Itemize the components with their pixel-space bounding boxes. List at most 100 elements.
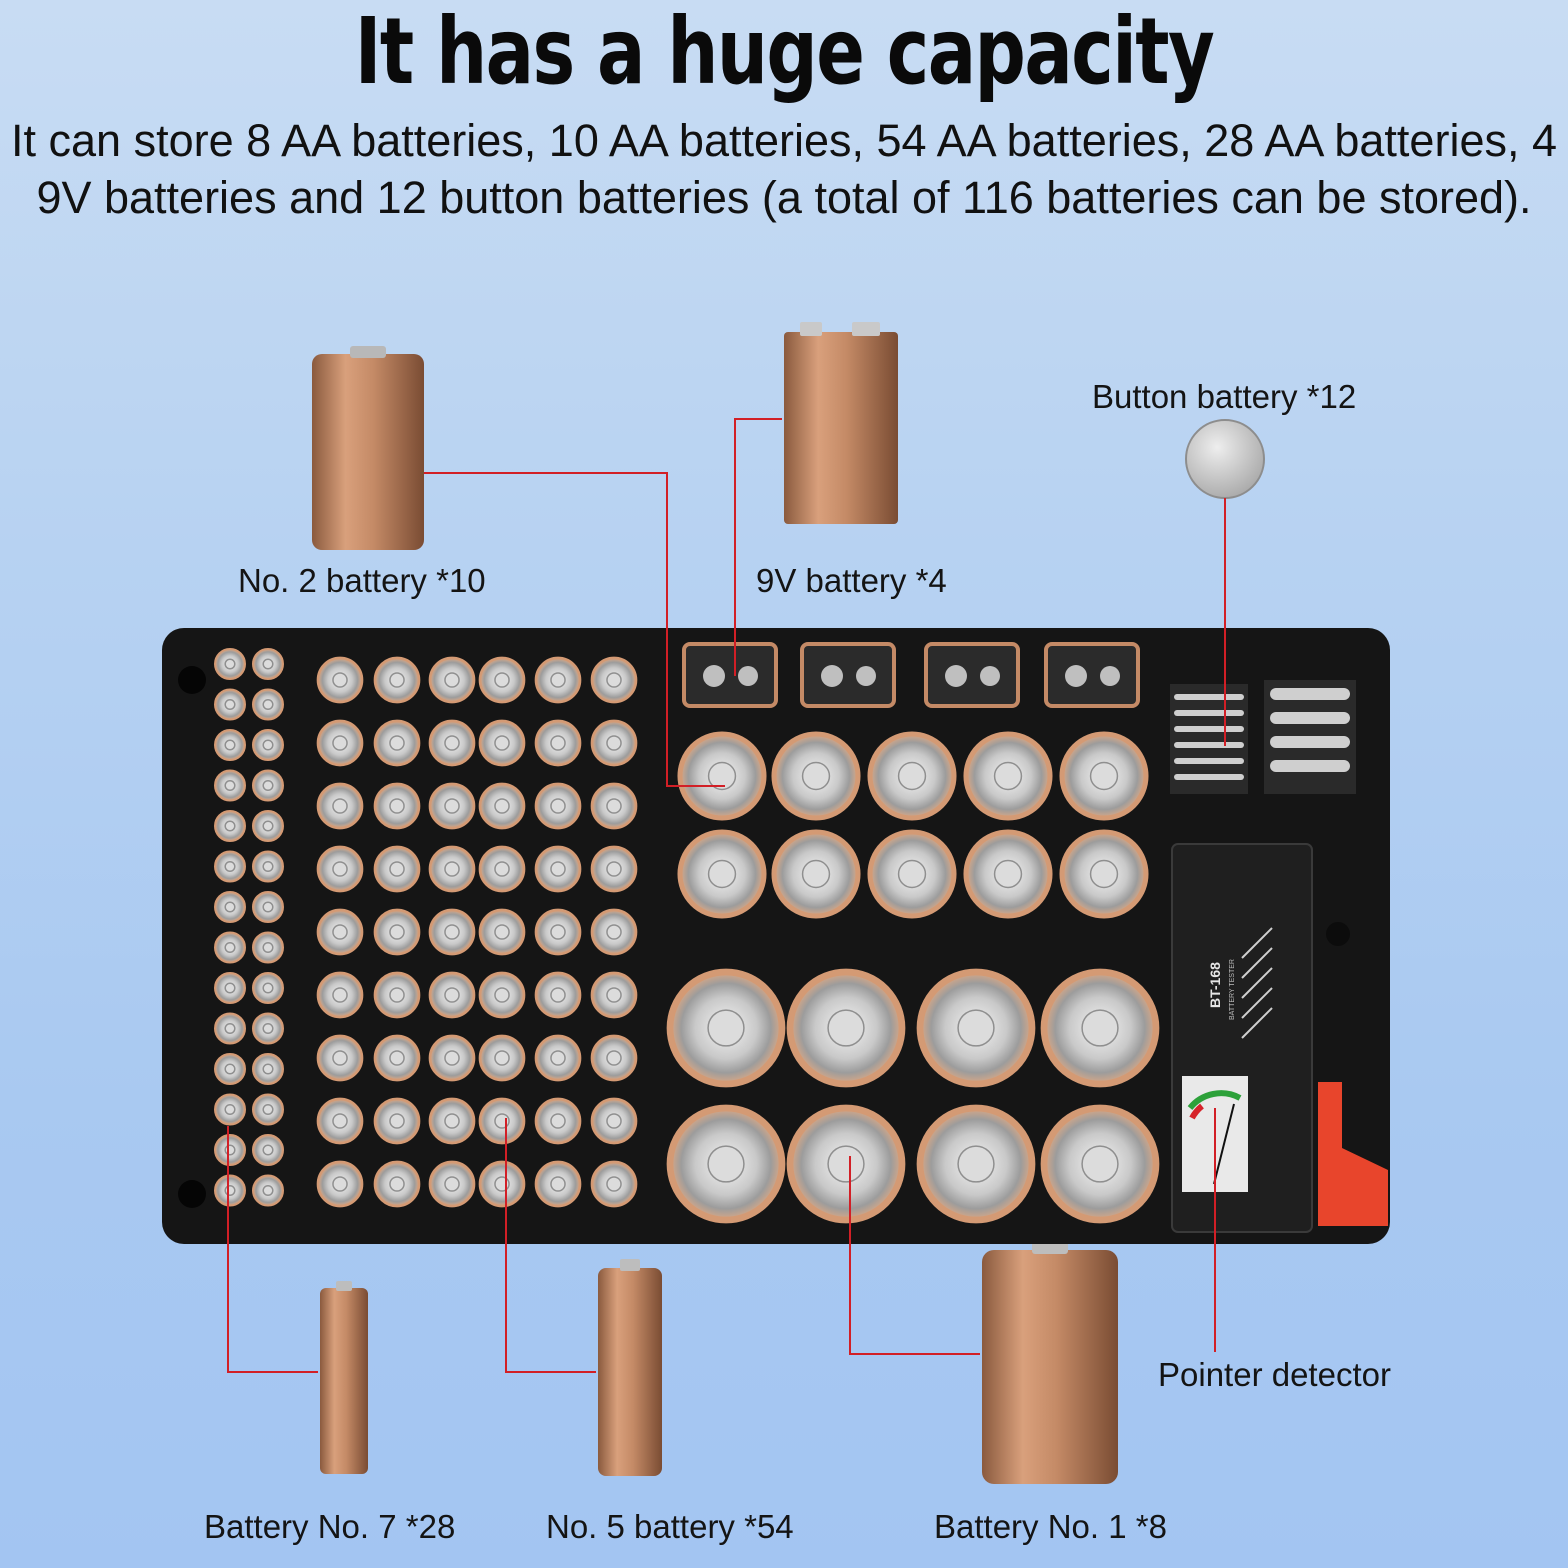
label-button-battery: Button battery *12 bbox=[1092, 378, 1357, 415]
aaa-cell bbox=[214, 850, 246, 883]
aa-cell bbox=[373, 845, 421, 893]
page-title: It has a huge capacity bbox=[354, 0, 1215, 105]
aaa-cell bbox=[214, 891, 246, 923]
c-cell bbox=[867, 829, 957, 919]
aaa-cell bbox=[214, 688, 246, 721]
d-cell bbox=[786, 1104, 906, 1224]
aaa-cell bbox=[252, 972, 284, 1004]
aa-cell bbox=[373, 656, 421, 704]
c-cell bbox=[1059, 829, 1149, 919]
aa-cell bbox=[428, 845, 476, 893]
aaa-cell bbox=[252, 850, 284, 883]
aaa-cell bbox=[252, 810, 284, 842]
nine-volt-battery-image bbox=[784, 322, 898, 524]
aa-cell bbox=[590, 1097, 638, 1145]
aa-cell bbox=[428, 1034, 476, 1082]
aaa-cell bbox=[252, 1012, 284, 1045]
no5-battery-image bbox=[598, 1259, 662, 1476]
aa-cell bbox=[373, 782, 421, 830]
c-cell bbox=[963, 731, 1053, 821]
aa-cell bbox=[373, 1097, 421, 1145]
d-cell bbox=[1040, 968, 1160, 1088]
aaa-cell bbox=[214, 810, 246, 842]
aa-cell bbox=[316, 656, 364, 704]
aa-cell bbox=[478, 719, 526, 767]
label-no1-battery: Battery No. 1 *8 bbox=[934, 1508, 1167, 1545]
aa-cell bbox=[590, 656, 638, 704]
label-no5-battery: No. 5 battery *54 bbox=[546, 1508, 794, 1545]
aaa-cell bbox=[252, 648, 284, 680]
no7-battery-image bbox=[320, 1281, 368, 1474]
aa-cell bbox=[534, 719, 582, 767]
d-cell bbox=[1040, 1104, 1160, 1224]
button-battery-slots bbox=[1170, 680, 1356, 794]
aa-cell bbox=[590, 1160, 638, 1208]
aa-cell bbox=[373, 1160, 421, 1208]
aaa-cell bbox=[252, 1174, 284, 1207]
aa-cell bbox=[478, 1034, 526, 1082]
c-cell bbox=[677, 731, 767, 821]
aa-cell bbox=[590, 845, 638, 893]
aa-cell bbox=[590, 1034, 638, 1082]
aa-cell bbox=[316, 1034, 364, 1082]
c-cell bbox=[677, 829, 767, 919]
aa-cell bbox=[478, 782, 526, 830]
no2-battery-image bbox=[312, 346, 424, 550]
aaa-cell bbox=[214, 931, 246, 964]
aaa-cell bbox=[214, 972, 246, 1004]
aaa-cell bbox=[252, 688, 284, 721]
aa-cell bbox=[373, 971, 421, 1019]
aa-cell bbox=[478, 656, 526, 704]
aa-cell bbox=[534, 782, 582, 830]
d-cell bbox=[666, 1104, 786, 1224]
label-no7-battery: Battery No. 7 *28 bbox=[204, 1508, 456, 1545]
aa-cell bbox=[478, 1097, 526, 1145]
aa-cell bbox=[478, 908, 526, 956]
aaa-cell bbox=[214, 1053, 246, 1085]
aa-cell bbox=[534, 908, 582, 956]
no1-battery-image bbox=[982, 1240, 1118, 1484]
capacity-description: It can store 8 AA batteries, 10 AA batte… bbox=[11, 115, 1557, 223]
aaa-cell bbox=[252, 891, 284, 923]
aa-cell bbox=[590, 782, 638, 830]
aa-cell bbox=[590, 719, 638, 767]
aa-cell bbox=[478, 971, 526, 1019]
label-no2-battery: No. 2 battery *10 bbox=[238, 562, 486, 599]
aa-cell bbox=[373, 908, 421, 956]
d-cell bbox=[916, 968, 1036, 1088]
aaa-cell bbox=[214, 769, 246, 802]
aa-cell bbox=[590, 908, 638, 956]
d-cell bbox=[786, 968, 906, 1088]
c-cell bbox=[963, 829, 1053, 919]
aa-cell bbox=[428, 782, 476, 830]
aa-cell bbox=[534, 1034, 582, 1082]
aa-cell bbox=[478, 845, 526, 893]
aa-cell bbox=[534, 1160, 582, 1208]
aaa-cell bbox=[214, 648, 246, 680]
aa-cell bbox=[534, 1097, 582, 1145]
aaa-cell bbox=[252, 1134, 284, 1166]
d-cell bbox=[916, 1104, 1036, 1224]
aaa-cell bbox=[252, 729, 284, 761]
aaa-cell bbox=[214, 1134, 246, 1166]
aaa-cell bbox=[214, 1012, 246, 1045]
label-pointer-detector: Pointer detector bbox=[1158, 1356, 1391, 1393]
aa-cell bbox=[534, 845, 582, 893]
aaa-cell bbox=[252, 1093, 284, 1126]
aa-cell bbox=[316, 971, 364, 1019]
tester-subtitle: BATTERY TESTER bbox=[1229, 959, 1236, 1020]
aa-cell bbox=[428, 719, 476, 767]
aaa-cell bbox=[214, 1093, 246, 1126]
aa-cell bbox=[316, 1160, 364, 1208]
aa-cell bbox=[316, 845, 364, 893]
button-battery-image bbox=[1185, 419, 1265, 499]
aa-cell bbox=[316, 1097, 364, 1145]
aa-cell bbox=[316, 782, 364, 830]
aa-cell bbox=[428, 656, 476, 704]
tester-model: BT-168 bbox=[1207, 962, 1223, 1008]
aa-cell bbox=[316, 908, 364, 956]
c-cell bbox=[771, 731, 861, 821]
aa-cell bbox=[478, 1160, 526, 1208]
c-cell bbox=[771, 829, 861, 919]
aaa-cell bbox=[214, 729, 246, 761]
